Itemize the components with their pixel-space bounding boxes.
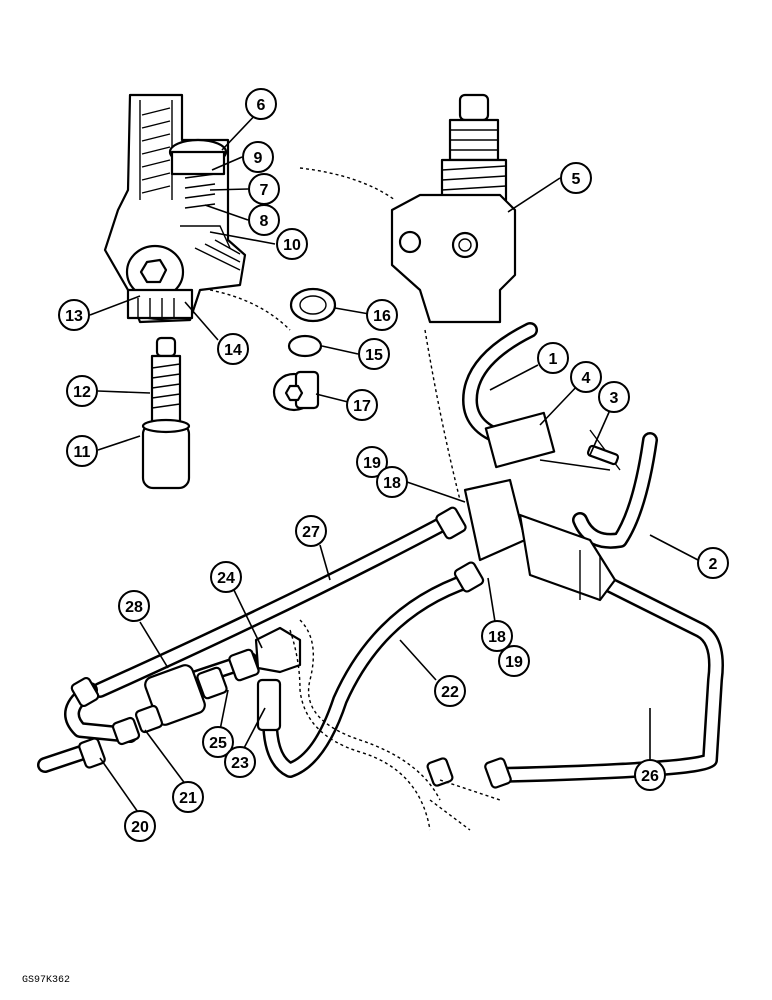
phantom-hose-3: [429, 779, 501, 831]
callout-10: 10: [276, 228, 308, 260]
svg-text:12: 12: [73, 384, 91, 401]
callout-12: 12: [66, 375, 98, 407]
callout-9: 9: [242, 141, 274, 173]
callout-8: 8: [248, 204, 280, 236]
svg-text:18: 18: [488, 629, 506, 646]
explode-line-1: [299, 167, 396, 201]
callout-14: 14: [217, 333, 249, 365]
callout-27: 27: [295, 515, 327, 547]
callout-23: 23: [224, 746, 256, 778]
callout-11: 11: [66, 435, 98, 467]
svg-text:7: 7: [260, 182, 269, 199]
svg-text:6: 6: [257, 97, 266, 114]
phantom-hose-1: [299, 619, 441, 801]
callout-4: 4: [570, 361, 602, 393]
callout-1: 1: [537, 342, 569, 374]
callout-15: 15: [358, 338, 390, 370]
callout-24: 24: [210, 561, 242, 593]
svg-text:16: 16: [373, 308, 391, 325]
figure-code: GS97K362: [22, 975, 71, 986]
svg-text:26: 26: [641, 768, 659, 785]
callout-28: 28: [118, 590, 150, 622]
svg-text:5: 5: [572, 171, 581, 188]
svg-text:25: 25: [209, 735, 227, 752]
svg-text:17: 17: [353, 398, 371, 415]
svg-text:11: 11: [74, 444, 91, 461]
hose-network: [37, 322, 724, 783]
callout-26: 26: [634, 759, 666, 791]
explode-line-3: [209, 289, 291, 331]
svg-text:24: 24: [217, 570, 235, 587]
fittings: [70, 506, 512, 789]
phantom-hose-2: [289, 629, 431, 831]
callout-25: 25: [202, 726, 234, 758]
callout-2: 2: [697, 547, 729, 579]
explode-line-2: [424, 329, 461, 501]
svg-text:20: 20: [131, 819, 149, 836]
svg-text:18: 18: [383, 475, 401, 492]
svg-text:23: 23: [231, 755, 249, 772]
callout-5: 5: [560, 162, 592, 194]
svg-text:21: 21: [179, 790, 197, 807]
svg-text:19: 19: [505, 654, 523, 671]
svg-text:9: 9: [254, 150, 263, 167]
svg-text:28: 28: [125, 599, 143, 616]
callout-18-lower: 18: [481, 620, 513, 652]
svg-text:8: 8: [260, 213, 269, 230]
callout-19-upper: 19: [356, 446, 388, 478]
svg-text:15: 15: [365, 347, 383, 364]
svg-text:4: 4: [582, 370, 591, 387]
svg-text:3: 3: [610, 390, 619, 407]
svg-text:1: 1: [549, 351, 558, 368]
callout-22: 22: [434, 675, 466, 707]
svg-text:13: 13: [65, 308, 83, 325]
callout-16: 16: [366, 299, 398, 331]
pressure-valve: [390, 93, 517, 324]
valve-cutaway: [103, 93, 247, 324]
callout-6: 6: [245, 88, 277, 120]
seal-parts: [272, 287, 337, 412]
callout-18-upper: 18: [376, 466, 408, 498]
callout-3: 3: [598, 381, 630, 413]
svg-text:14: 14: [224, 342, 242, 359]
callout-21: 21: [172, 781, 204, 813]
svg-text:22: 22: [441, 684, 459, 701]
svg-text:2: 2: [709, 556, 718, 573]
svg-text:27: 27: [302, 524, 320, 541]
tee-manifold: [463, 411, 621, 602]
callout-17: 17: [346, 389, 378, 421]
plunger-assembly: [141, 336, 191, 490]
svg-text:10: 10: [283, 237, 301, 254]
svg-text:19: 19: [363, 455, 381, 472]
callout-7: 7: [248, 173, 280, 205]
callout-13: 13: [58, 299, 90, 331]
callout-19-lower: 19: [498, 645, 530, 677]
callout-20: 20: [124, 810, 156, 842]
